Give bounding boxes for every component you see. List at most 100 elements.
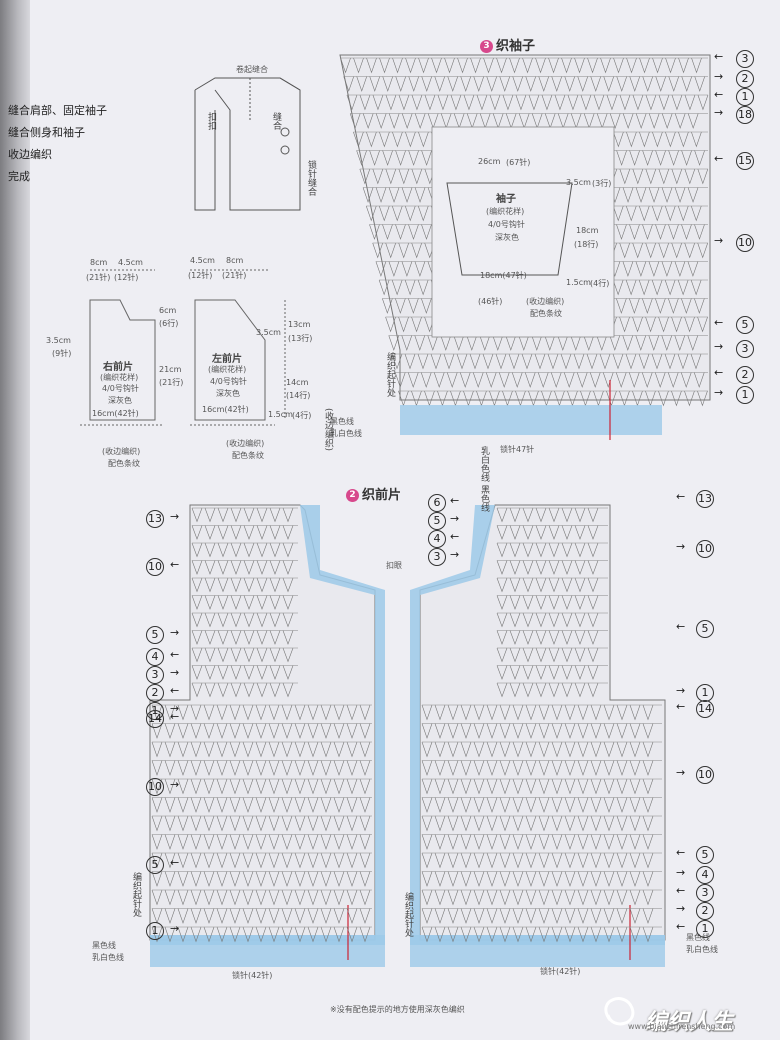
direction-arrow: ← [714, 316, 724, 329]
stitch-row [421, 741, 654, 758]
assembly-sketch [194, 77, 301, 211]
direction-arrow: ← [676, 846, 686, 859]
direction-arrow: ← [714, 152, 724, 165]
assembly-steps: 缝合肩部、固定袖子 缝合侧身和袖子 收边编织 完成 [8, 100, 107, 188]
stitch-row [346, 94, 709, 111]
row-number: 15 [736, 152, 754, 170]
direction-arrow: → [170, 626, 180, 639]
stitch-row [151, 741, 371, 758]
row-number: 14 [146, 710, 164, 728]
stitch-row [391, 353, 702, 370]
stitch-row [191, 612, 294, 628]
rf-top1s: (21针) [86, 273, 111, 282]
stitch-row [191, 525, 294, 540]
stitch-row [421, 815, 654, 832]
stitch-row [421, 797, 654, 813]
row-number: 2 [146, 684, 164, 702]
lf-h4: 1.5cm [268, 410, 293, 419]
footnote: ※没有配色提示的地方使用深灰色编织 [330, 1005, 465, 1014]
stitch-row [343, 76, 706, 92]
direction-arrow: ← [714, 88, 724, 101]
row-number: 3 [428, 548, 446, 566]
direction-arrow: ← [714, 50, 724, 63]
row-number: 3 [736, 50, 754, 68]
direction-arrow: ← [170, 558, 180, 571]
row-number: 5 [146, 856, 164, 874]
front-left-chart [149, 504, 385, 967]
sleeve-title-text: 织袖子 [496, 39, 536, 54]
row-number: 10 [736, 234, 754, 252]
row-number: 1 [736, 386, 754, 404]
row-number: 1 [146, 922, 164, 940]
direction-arrow: ← [676, 884, 686, 897]
row-number: 5 [736, 316, 754, 334]
stitch-row [421, 889, 654, 906]
stitch-row [421, 723, 654, 739]
stitch-row [421, 871, 654, 887]
stitch-row [151, 760, 371, 776]
direction-arrow: ← [676, 490, 686, 503]
rf-color: 深灰色 [108, 396, 132, 405]
sleeve-color-black: 黑色线 [330, 417, 354, 426]
direction-arrow: ← [714, 366, 724, 379]
row-number: 3 [146, 666, 164, 684]
rf-edge2: 配色条纹 [108, 459, 140, 468]
stitch-row [421, 852, 654, 869]
stitch-row [421, 908, 654, 924]
stitch-row [151, 834, 371, 850]
direction-arrow: ← [450, 530, 460, 543]
sleeve-color-cream: 乳白色线 [330, 429, 362, 438]
lf-top2s: (21针) [222, 271, 247, 280]
front-right-chain: 锁针(42针) [540, 967, 581, 976]
direction-arrow: → [676, 540, 686, 553]
row-number: 10 [146, 558, 164, 576]
assembly-top-label: 卷起缝合 [236, 65, 268, 74]
sl-top: 26cm [478, 157, 501, 166]
stitch-row [191, 682, 294, 698]
assembly-side-label: 缝合 [271, 112, 281, 130]
center-color-note: 乳白色线 黑色线 [479, 446, 489, 512]
step-2: 缝合侧身和袖子 [8, 126, 85, 139]
stitch-row [151, 797, 371, 813]
sleeve-edge-label: (收边编织) [323, 408, 333, 452]
lf-h4s: (4行) [292, 411, 312, 420]
stitch-row [496, 560, 599, 575]
lf-top1s: (12针) [188, 271, 213, 280]
direction-arrow: ← [676, 620, 686, 633]
sl-h1s: (3行) [592, 179, 612, 188]
sl-bottoms: (46针) [478, 297, 503, 306]
row-number: 5 [696, 846, 714, 864]
row-number: 14 [696, 700, 714, 718]
direction-arrow: → [676, 766, 686, 779]
stitch-row [151, 815, 371, 832]
row-number: 6 [428, 494, 446, 512]
front-title-text: 织前片 [362, 488, 402, 503]
front-right-start: 编织起针处 [403, 892, 413, 937]
stitch-row [496, 542, 599, 558]
stitch-row [421, 778, 654, 795]
buttonhole-label: 扣眼 [386, 561, 402, 570]
rf-h1: 3.5cm [46, 336, 71, 345]
stitch-row [421, 926, 654, 943]
stitch-row [496, 630, 599, 645]
direction-arrow: → [450, 548, 460, 561]
step-1: 缝合肩部、固定袖子 [8, 104, 107, 117]
row-number: 3 [736, 340, 754, 358]
row-number: 18 [736, 106, 754, 124]
stitch-row [421, 760, 654, 776]
lf-h2: 13cm [288, 320, 311, 329]
direction-arrow: → [170, 922, 180, 935]
direction-arrow: → [676, 902, 686, 915]
sl-h3s: (4行) [590, 279, 610, 288]
lf-h2s: (13行) [288, 334, 313, 343]
rf-hook: 4/0号钩针 [102, 384, 139, 393]
direction-arrow: → [714, 106, 724, 119]
row-number: 13 [146, 510, 164, 528]
site-logo: 编织人生 [645, 1010, 734, 1035]
stitch-row [191, 630, 294, 645]
front-left-start: 编织起针处 [131, 872, 141, 917]
lf-hook: 4/0号钩针 [210, 377, 247, 386]
stitch-row [496, 507, 599, 523]
row-number: 1 [736, 88, 754, 106]
